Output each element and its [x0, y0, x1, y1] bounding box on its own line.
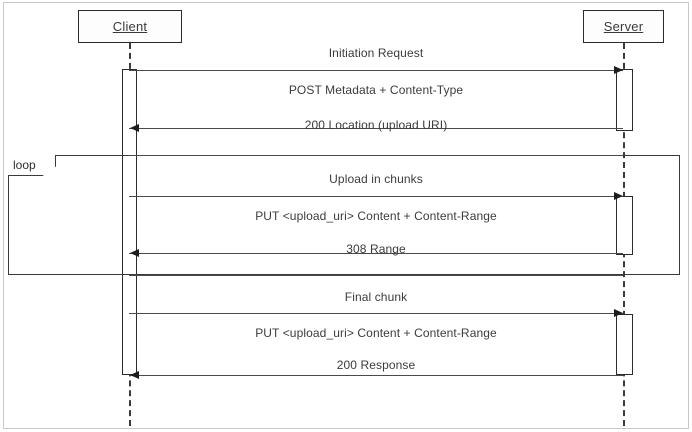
section-caption-final-chunk: Final chunk — [344, 290, 408, 304]
participant-server-label: Server — [603, 19, 644, 34]
message-line-put-chunk — [129, 196, 623, 197]
message-line-post-metadata — [129, 70, 623, 71]
arrow-head-post-metadata — [614, 66, 623, 74]
message-label-200-response: 200 Response — [336, 358, 416, 372]
divider-final-chunk-top — [129, 275, 623, 276]
section-caption-upload-chunks: Upload in chunks — [329, 172, 423, 186]
activation-server-initiation — [616, 69, 633, 131]
message-line-308-range — [129, 253, 623, 254]
participant-server[interactable]: Server — [583, 10, 664, 43]
divider-upload-chunks-top — [129, 155, 623, 156]
message-line-200-location — [129, 128, 623, 129]
participant-client[interactable]: Client — [78, 10, 182, 43]
activation-client — [122, 69, 137, 375]
activation-server-chunk — [616, 196, 633, 255]
arrow-head-put-final — [614, 309, 623, 317]
arrow-head-200-response — [130, 371, 139, 379]
section-caption-initiation: Initiation Request — [328, 46, 424, 60]
message-label-308-range: 308 Range — [346, 242, 406, 256]
message-label-200-location: 200 Location (upload URI) — [304, 118, 448, 132]
message-line-200-response — [129, 375, 623, 376]
participant-client-label: Client — [112, 19, 148, 34]
message-label-put-chunk: PUT <upload_uri> Content + Content-Range — [255, 209, 497, 223]
page-border — [3, 2, 689, 429]
arrow-head-308-range — [130, 249, 139, 257]
arrow-head-put-chunk — [614, 192, 623, 200]
message-label-put-final: PUT <upload_uri> Content + Content-Range — [255, 326, 497, 340]
activation-server-final — [616, 314, 633, 375]
arrow-head-200-location — [130, 124, 139, 132]
loop-fragment-operator: loop — [13, 158, 36, 172]
loop-fragment-tab: loop — [8, 155, 56, 176]
message-line-put-final — [129, 313, 623, 314]
message-label-post-metadata: POST Metadata + Content-Type — [288, 83, 464, 97]
